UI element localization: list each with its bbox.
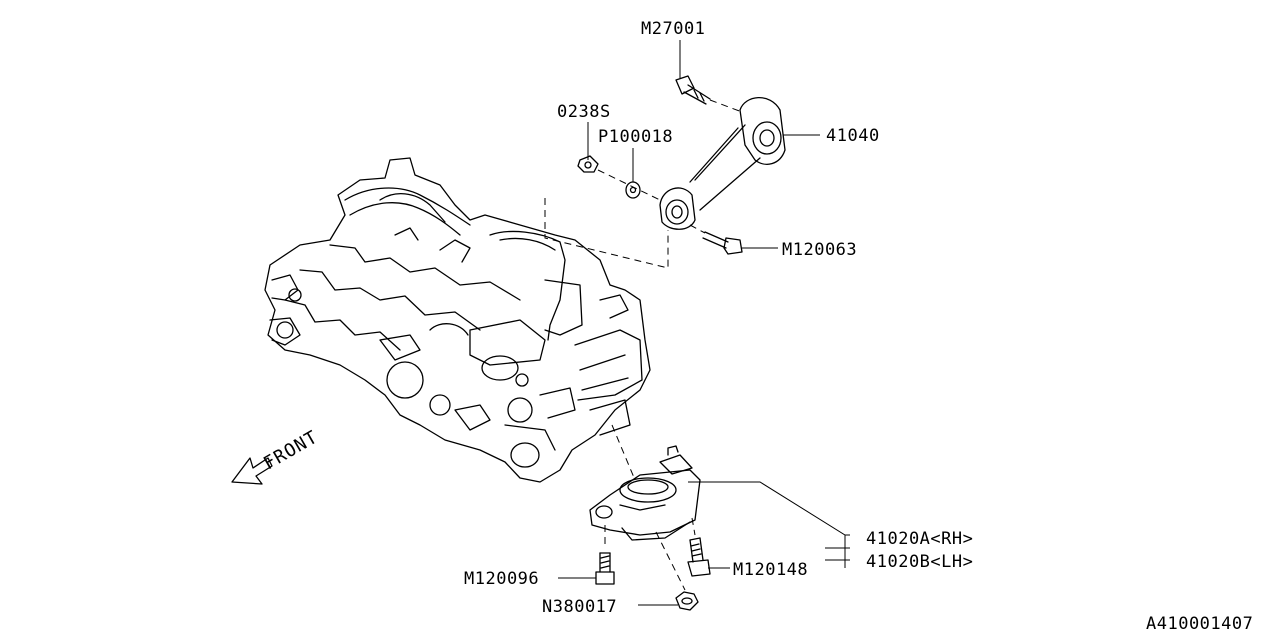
label-41020b: 41020B<LH> (866, 552, 973, 572)
label-n380017: N380017 (542, 597, 617, 617)
n380017-axis-line (655, 531, 686, 591)
nut-0238s (577, 155, 599, 173)
label-41020a: 41020A<RH> (866, 529, 973, 549)
bolt-m120148 (687, 537, 711, 577)
label-m120148: M120148 (733, 560, 808, 580)
washer-p100018 (625, 181, 641, 199)
label-0238s: 0238S (557, 102, 611, 122)
torque-rod-41040 (659, 96, 786, 230)
front-label: FRONT (260, 427, 322, 475)
diagram-id: A410001407 (1146, 614, 1253, 634)
m27001-axis-line (709, 99, 743, 113)
label-41040: 41040 (826, 126, 880, 146)
torque-rod-attachment-outline (544, 198, 669, 269)
front-direction-arrow: FRONT (231, 427, 322, 485)
bolt-m120063 (702, 231, 743, 255)
label-m120063: M120063 (782, 240, 857, 260)
nut-n380017 (675, 591, 699, 611)
engine-mount-41020 (589, 445, 701, 541)
washer-axis-line (597, 169, 661, 201)
leader-lines (558, 40, 850, 606)
m120148-axis-line (691, 517, 696, 536)
label-m27001: M27001 (641, 19, 705, 39)
engine-block-illustration (264, 157, 651, 483)
m120063-axis-line (689, 224, 706, 234)
bolt-m120096 (595, 552, 615, 585)
mount-to-engine-axis (611, 424, 636, 481)
label-p100018: P100018 (598, 127, 673, 147)
label-m120096: M120096 (464, 569, 539, 589)
bolt-m27001 (675, 75, 711, 105)
